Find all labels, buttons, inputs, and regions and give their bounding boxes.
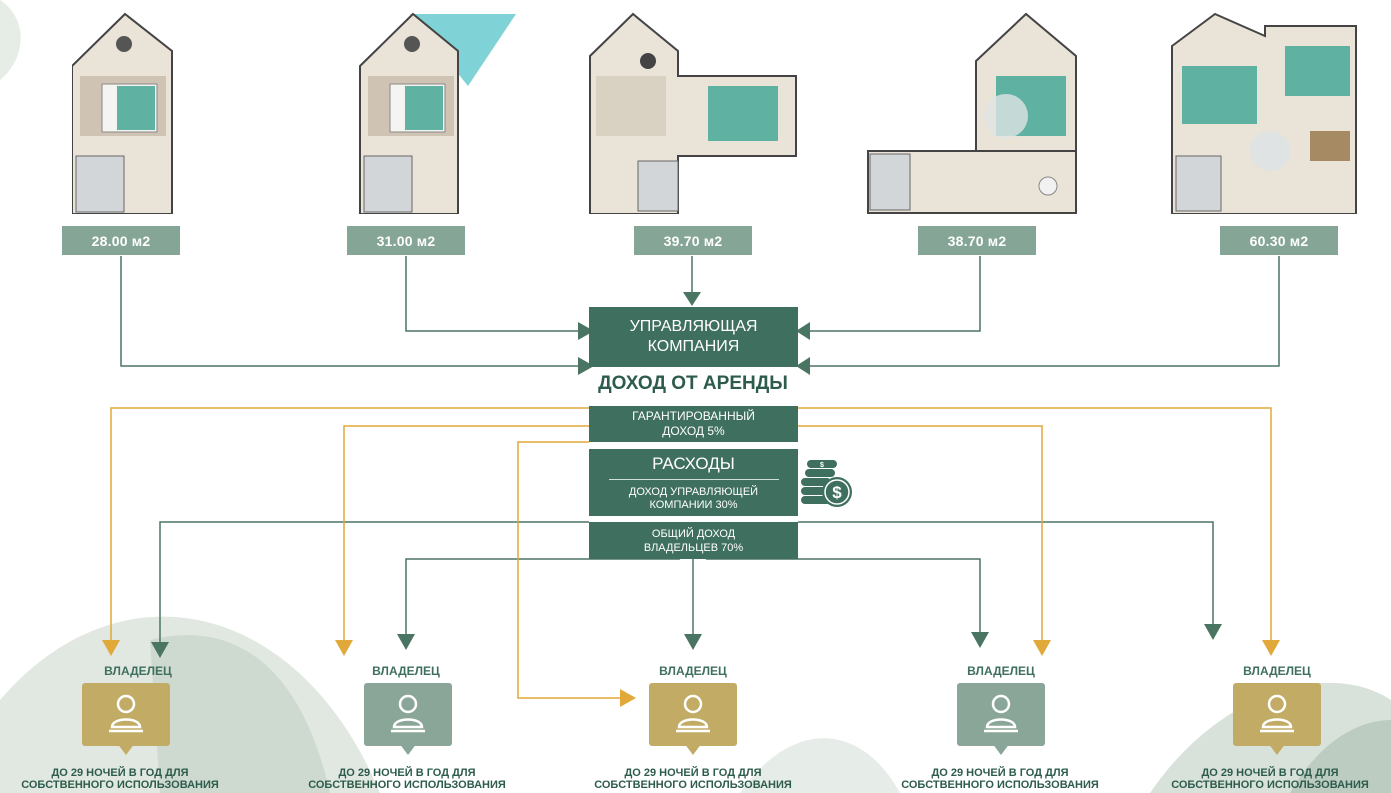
- floor-plan-60-30: [1170, 6, 1364, 215]
- unit-area-label: 39.70 м2: [634, 226, 752, 255]
- svg-text:$: $: [832, 483, 842, 502]
- floor-plan-image: [1171, 12, 1357, 215]
- coins-dollar-icon: $ $: [801, 460, 852, 507]
- owner-note-line2: СОБСТВЕННОГО ИСПОЛЬЗОВАНИЯ: [1171, 779, 1369, 791]
- owner-avatar-pin: [1233, 683, 1321, 758]
- floor-plan-image: [71, 12, 173, 215]
- owner-note-line2: СОБСТВЕННОГО ИСПОЛЬЗОВАНИЯ: [901, 779, 1099, 791]
- management-line1: УПРАВЛЯЮЩАЯ: [629, 318, 758, 335]
- owner-note-line1: ДО 29 НОЧЕЙ В ГОД ДЛЯ: [51, 767, 189, 779]
- owner-note-line1: ДО 29 НОЧЕЙ В ГОД ДЛЯ: [338, 767, 476, 779]
- expenses-box: РАСХОДЫ ДОХОД УПРАВЛЯЮЩЕЙ КОМПАНИИ 30%: [589, 449, 798, 516]
- floor-plan-31: [358, 6, 516, 215]
- owner-note-line2: СОБСТВЕННОГО ИСПОЛЬЗОВАНИЯ: [594, 779, 792, 791]
- owner-avatar-pin: [364, 683, 452, 758]
- user-icon: [984, 694, 1018, 733]
- owner-usage-note: ДО 29 НОЧЕЙ В ГОД ДЛЯ СОБСТВЕННОГО ИСПОЛ…: [880, 767, 1120, 791]
- floor-plan-image: [359, 12, 516, 215]
- owner-avatar-pin: [82, 683, 170, 758]
- owner-usage-note: ДО 29 НОЧЕЙ В ГОД ДЛЯ СОБСТВЕННОГО ИСПОЛ…: [287, 767, 527, 791]
- unit-area-label: 31.00 м2: [347, 226, 465, 255]
- floor-plan-image: [589, 12, 797, 215]
- green-flow-lines: [120, 256, 1280, 644]
- owner-usage-note: ДО 29 НОЧЕЙ В ГОД ДЛЯ СОБСТВЕННОГО ИСПОЛ…: [573, 767, 813, 791]
- owners-income-box: ОБЩИЙ ДОХОД ВЛАДЕЛЬЦЕВ 70%: [589, 522, 798, 559]
- user-icon: [676, 694, 710, 733]
- floor-plan-28: [71, 6, 178, 215]
- owner-note-line1: ДО 29 НОЧЕЙ В ГОД ДЛЯ: [624, 767, 762, 779]
- unit-area-label: 28.00 м2: [62, 226, 180, 255]
- management-line2: КОМПАНИЯ: [647, 338, 740, 355]
- guaranteed-line1: ГАРАНТИРОВАННЫЙ: [632, 409, 755, 423]
- owner-label: ВЛАДЕЛЕЦ: [1243, 664, 1311, 678]
- expenses-line2: КОМПАНИИ 30%: [649, 498, 738, 511]
- user-icon: [109, 694, 143, 733]
- owner-note-line2: СОБСТВЕННОГО ИСПОЛЬЗОВАНИЯ: [21, 779, 219, 791]
- owner-label: ВЛАДЕЛЕЦ: [967, 664, 1035, 678]
- owner-note-line1: ДО 29 НОЧЕЙ В ГОД ДЛЯ: [1201, 767, 1339, 779]
- svg-text:$: $: [820, 462, 824, 469]
- gold-arrowheads: [102, 640, 1280, 707]
- floor-plan-38-70: [866, 6, 1078, 214]
- expenses-title: РАСХОДЫ: [608, 454, 779, 480]
- unit-area-label: 60.30 м2: [1220, 226, 1338, 255]
- floor-plan-39-70: [588, 6, 798, 215]
- owner-usage-note: ДО 29 НОЧЕЙ В ГОД ДЛЯ СОБСТВЕННОГО ИСПОЛ…: [0, 767, 240, 791]
- rental-income-title: ДОХОД ОТ АРЕНДЫ: [598, 373, 788, 394]
- owners-income-line1: ОБЩИЙ ДОХОД: [651, 527, 736, 540]
- expenses-line1: ДОХОД УПРАВЛЯЮЩЕЙ: [628, 485, 759, 498]
- guaranteed-income-box: ГАРАНТИРОВАННЫЙ ДОХОД 5%: [589, 406, 798, 442]
- owner-note-line1: ДО 29 НОЧЕЙ В ГОД ДЛЯ: [931, 767, 1069, 779]
- user-icon: [1260, 694, 1294, 733]
- user-icon: [391, 694, 425, 733]
- owner-usage-note: ДО 29 НОЧЕЙ В ГОД ДЛЯ СОБСТВЕННОГО ИСПОЛ…: [1150, 767, 1390, 791]
- owner-avatar-pin: [649, 683, 737, 758]
- owner-note-line2: СОБСТВЕННОГО ИСПОЛЬЗОВАНИЯ: [308, 779, 506, 791]
- floor-plan-image: [867, 12, 1077, 214]
- owner-label: ВЛАДЕЛЕЦ: [372, 664, 440, 678]
- owner-label: ВЛАДЕЛЕЦ: [659, 664, 727, 678]
- green-arrowheads: [151, 292, 1222, 658]
- owner-label: ВЛАДЕЛЕЦ: [104, 664, 172, 678]
- owners-income-line2: ВЛАДЕЛЬЦЕВ 70%: [643, 541, 744, 554]
- gold-flow-lines: [110, 407, 1272, 699]
- unit-area-label: 38.70 м2: [918, 226, 1036, 255]
- owner-avatar-pin: [957, 683, 1045, 758]
- guaranteed-line2: ДОХОД 5%: [662, 424, 725, 438]
- management-company-box: УПРАВЛЯЮЩАЯ КОМПАНИЯ: [589, 307, 798, 367]
